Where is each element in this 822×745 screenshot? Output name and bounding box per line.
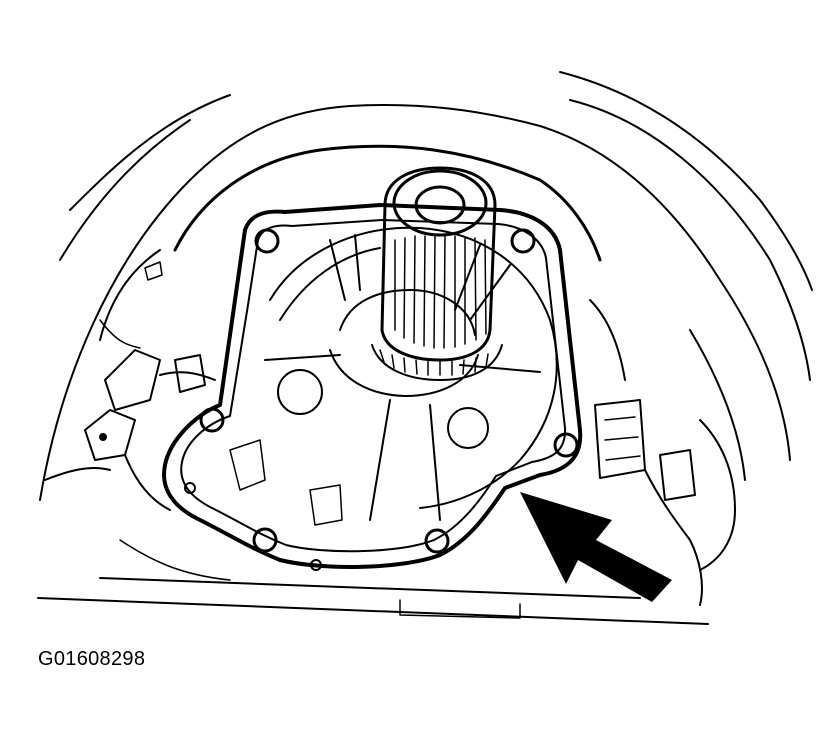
- right-wiring-connectors: [589, 299, 736, 606]
- input-shaft: [371, 166, 503, 381]
- body-contours: [39, 71, 813, 501]
- callout-arrow: [520, 492, 672, 602]
- base-lines: [37, 539, 709, 625]
- pump-housing: [184, 226, 558, 526]
- figure-id-label: G01608298: [38, 648, 146, 670]
- bolt-holes: [199, 228, 579, 571]
- left-wiring-connectors: [44, 261, 216, 511]
